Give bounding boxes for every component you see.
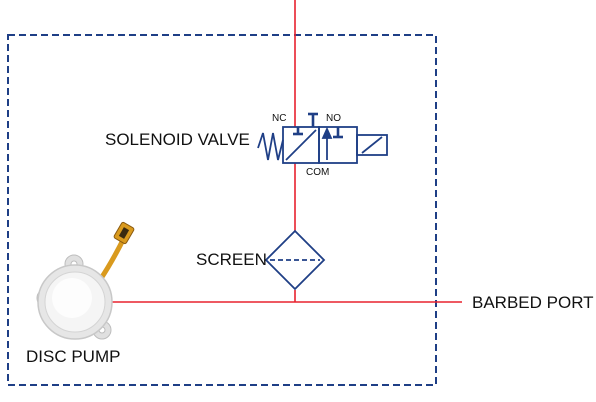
com-port-label: COM xyxy=(306,167,329,178)
solenoid-valve-symbol xyxy=(257,112,388,164)
flex-cable xyxy=(97,235,127,283)
screen-label: SCREEN xyxy=(196,250,267,269)
solenoid-coil xyxy=(356,134,388,156)
barbed-port-label: BARBED PORT xyxy=(472,293,594,312)
valve-diagonal xyxy=(285,129,317,161)
spring-icon xyxy=(257,132,284,161)
disc-pump-image xyxy=(36,221,135,340)
no-port-label: NO xyxy=(326,113,341,124)
nc-port-label: NC xyxy=(272,113,286,124)
solenoid-valve-label: SOLENOID VALVE xyxy=(105,130,250,149)
enclosure-boundary xyxy=(7,34,437,386)
disc-pump-label: DISC PUMP xyxy=(26,347,120,366)
pneumatic-lines xyxy=(108,0,462,303)
screen-symbol xyxy=(264,229,326,291)
